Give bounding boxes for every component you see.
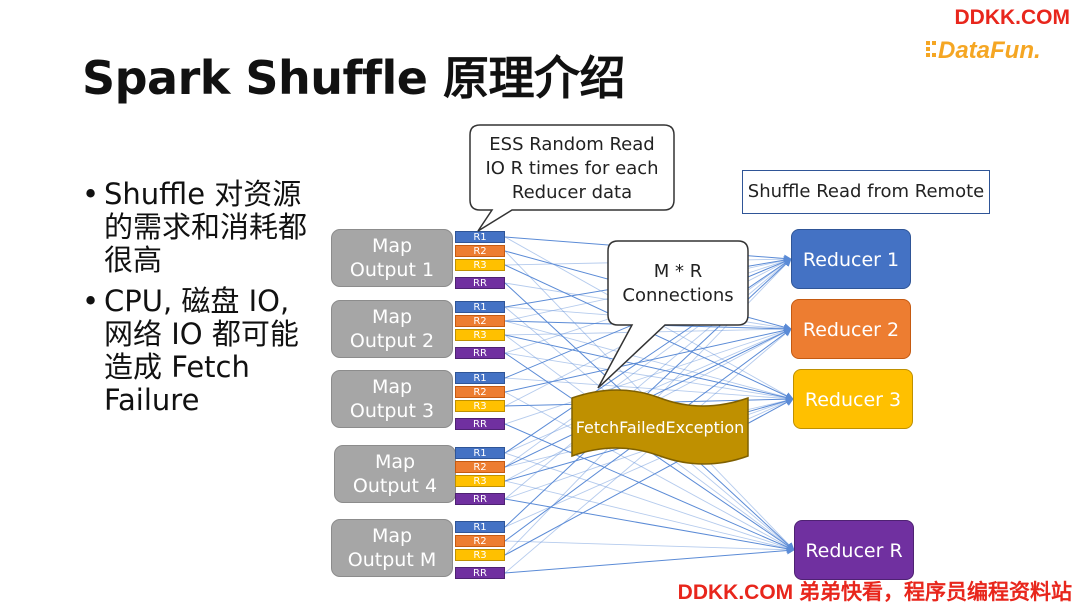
datafun-logo-icon: DataFun.	[926, 37, 1041, 64]
connections-callout-line: Connections	[622, 285, 734, 306]
ess-callout-line: IO R times for each	[485, 158, 659, 179]
connection-line	[504, 391, 795, 551]
partition-group-m: R1 R2 R3 RR	[455, 521, 505, 579]
datafun-logo: DataFun.	[924, 32, 1064, 66]
map-output-3: Map Output 3	[331, 370, 453, 428]
connection-line	[504, 423, 795, 551]
watermark-top: DDKK.COM	[954, 6, 1071, 29]
bullet-item: CPU, 磁盘 IO, 网络 IO 都可能造成 Fetch Failure	[82, 285, 307, 417]
connections-callout-line: M * R	[653, 261, 703, 282]
connection-line	[504, 546, 795, 574]
partition-rr: RR	[455, 493, 505, 505]
bullet-list: Shuffle 对资源的需求和消耗都很高 CPU, 磁盘 IO, 网络 IO 都…	[82, 178, 307, 425]
map-output-2: Map Output 2	[331, 300, 453, 358]
map-label: Output 4	[352, 475, 438, 497]
remote-read-label: Shuffle Read from Remote	[742, 170, 990, 214]
fetch-failed-label: FetchFailedException	[575, 418, 745, 437]
partition-group-3: R1 R2 R3 RR	[455, 372, 505, 430]
page-title: Spark Shuffle 原理介绍	[82, 51, 626, 105]
partition-r3: R3	[455, 549, 505, 561]
partition-group-4: R1 R2 R3 RR	[455, 447, 505, 505]
partition-r2: R2	[455, 461, 505, 473]
connection-line	[504, 540, 795, 551]
map-label: Map	[374, 451, 416, 473]
map-label: Map	[371, 235, 413, 257]
connection-line	[504, 334, 794, 402]
connection-line	[504, 328, 792, 454]
partition-group-1: R1 R2 R3 RR	[455, 231, 505, 289]
partition-r3: R3	[455, 259, 505, 271]
watermark-bottom: DDKK.COM 弟弟快看，程序员编程资料站	[677, 581, 1072, 604]
connection-line	[504, 498, 795, 553]
partition-r2: R2	[455, 386, 505, 398]
connections-callout-text: M * R Connections	[608, 260, 748, 308]
map-output-m: Map Output M	[331, 519, 453, 577]
ess-callout-line: Reducer data	[511, 182, 633, 203]
partition-r2: R2	[455, 315, 505, 327]
reducer-3: Reducer 3	[793, 369, 913, 429]
reducer-1: Reducer 1	[791, 229, 911, 289]
connection-line	[504, 328, 792, 425]
partition-rr: RR	[455, 418, 505, 430]
connection-line	[504, 452, 795, 551]
ess-callout-line: ESS Random Read	[489, 134, 655, 155]
connection-line	[504, 326, 792, 393]
partition-r1: R1	[455, 372, 505, 384]
map-label: Output 3	[349, 400, 435, 422]
map-label: Output 1	[349, 259, 435, 281]
logo-text: DataFun.	[938, 37, 1041, 64]
map-output-1: Map Output 1	[331, 229, 453, 287]
partition-r1: R1	[455, 231, 505, 243]
partition-r1: R1	[455, 301, 505, 313]
bullet-item: Shuffle 对资源的需求和消耗都很高	[82, 178, 307, 277]
map-label: Output 2	[349, 330, 435, 352]
ess-callout-text: ESS Random Read IO R times for each Redu…	[470, 133, 674, 205]
map-output-4: Map Output 4	[334, 445, 456, 503]
map-label: Output M	[347, 549, 437, 571]
map-label: Map	[371, 525, 413, 547]
connection-line	[504, 352, 794, 400]
partition-r3: R3	[455, 329, 505, 341]
connection-line	[504, 480, 795, 551]
partition-rr: RR	[455, 347, 505, 359]
map-label: Map	[371, 306, 413, 328]
partition-rr: RR	[455, 567, 505, 579]
map-label: Map	[371, 376, 413, 398]
partition-r3: R3	[455, 400, 505, 412]
partition-r2: R2	[455, 535, 505, 547]
partition-r1: R1	[455, 521, 505, 533]
reducer-r: Reducer R	[794, 520, 914, 580]
partition-group-2: R1 R2 R3 RR	[455, 301, 505, 359]
reducer-2: Reducer 2	[791, 299, 911, 359]
partition-r3: R3	[455, 475, 505, 487]
partition-r1: R1	[455, 447, 505, 459]
partition-r2: R2	[455, 245, 505, 257]
partition-rr: RR	[455, 277, 505, 289]
